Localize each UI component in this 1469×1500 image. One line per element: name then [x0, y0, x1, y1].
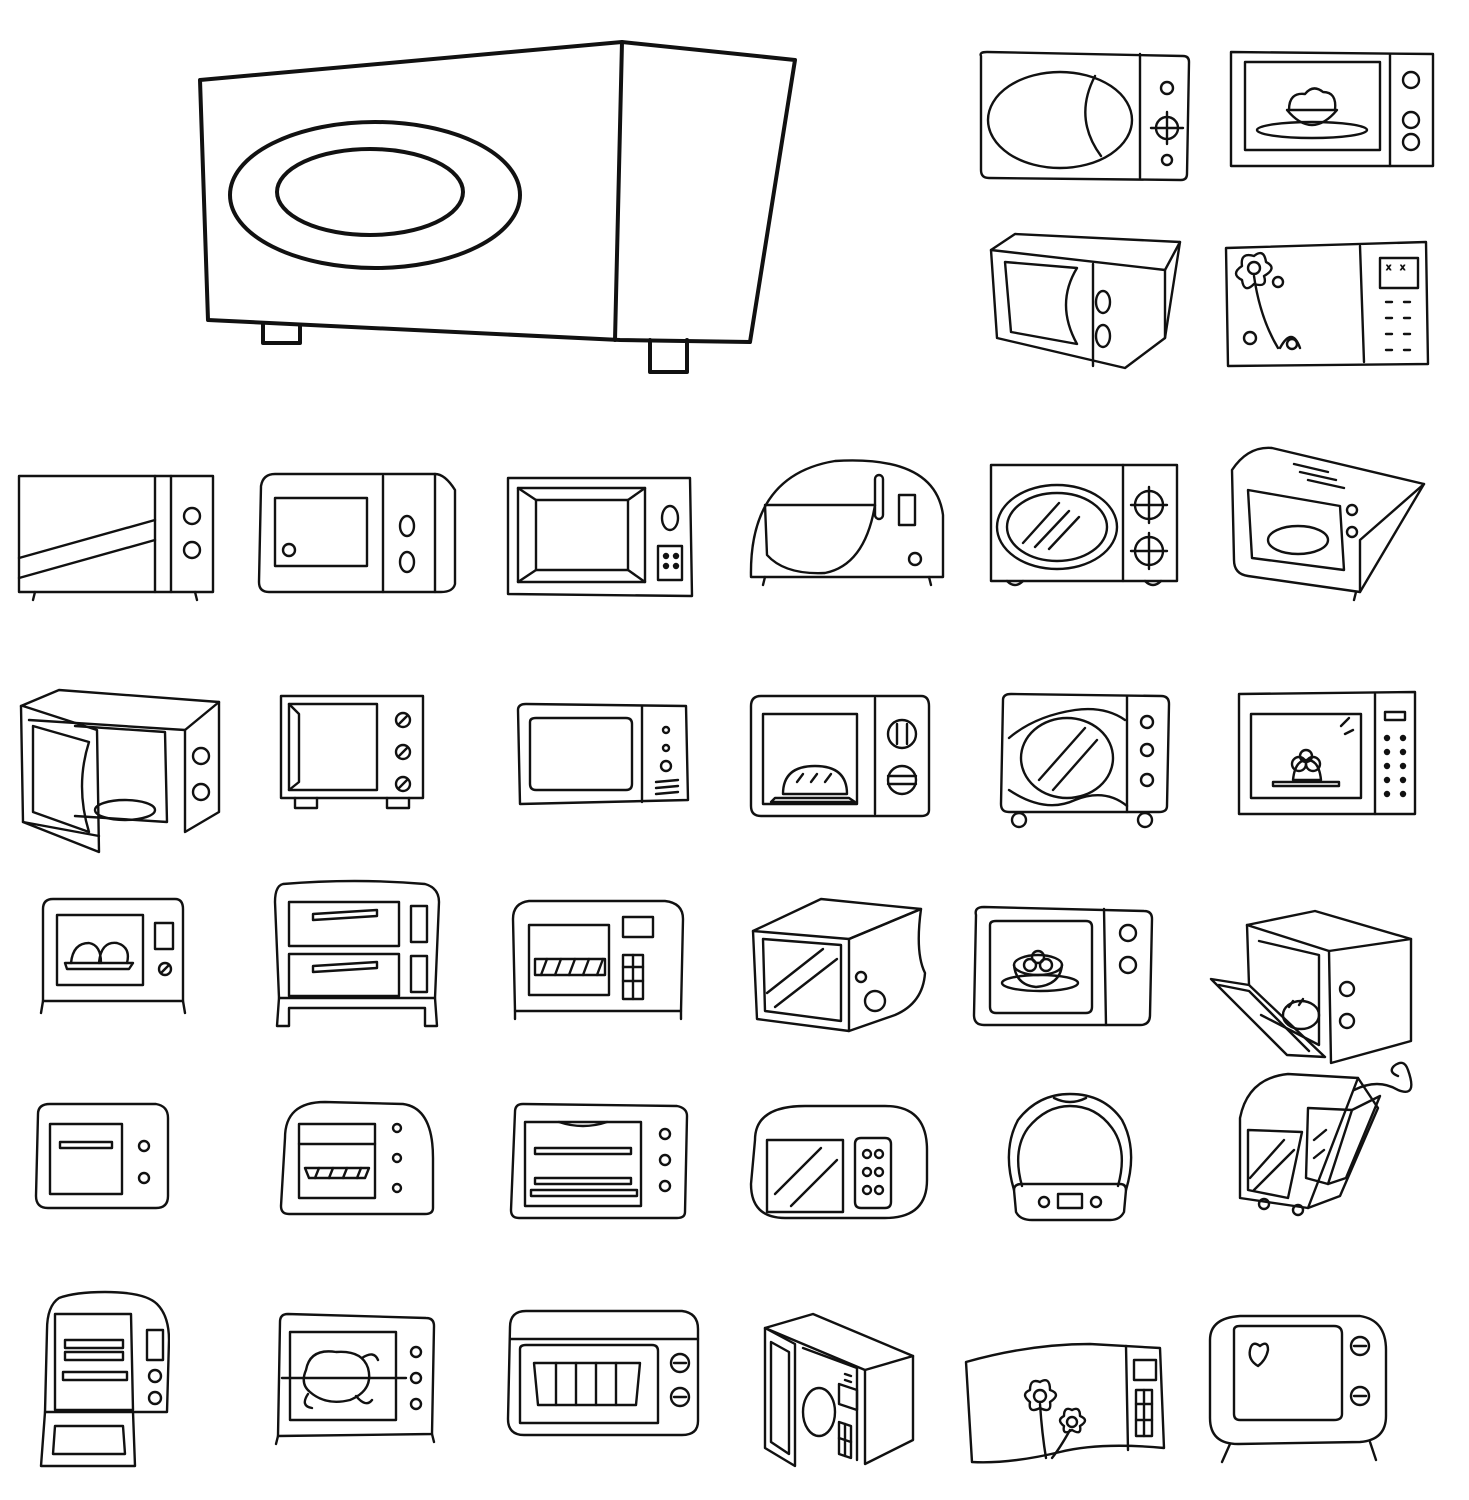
double-deck-oven	[265, 878, 450, 1033]
large-microwave-oval-window	[190, 30, 810, 380]
microwave-perspective-two-knobs	[985, 228, 1185, 378]
toaster-oven-rounded-rack	[275, 1098, 440, 1223]
rotisserie-chicken-oven	[270, 1310, 440, 1450]
microwave-oval-swirl-window	[975, 48, 1195, 188]
oven-open-trays	[35, 1290, 170, 1475]
microwave-diagonal-stripe	[15, 470, 220, 605]
microwave-small-panel	[510, 700, 695, 815]
microwave-dome-top	[745, 455, 950, 590]
rice-cooker-style-oven	[998, 1090, 1143, 1230]
microwave-glass-box	[745, 893, 935, 1033]
microwave-glass-oval-dials	[985, 455, 1185, 595]
toaster-oven-buns	[35, 893, 190, 1018]
microwave-door-open	[15, 686, 225, 861]
retro-tv-style-oven-heart	[1200, 1310, 1395, 1470]
microwave-flower-panel	[960, 1338, 1170, 1478]
microwave-fruit-bowl-keypad	[1235, 686, 1420, 821]
toaster-oven-rack-keypad	[505, 895, 690, 1030]
svg-text:x: x	[1386, 263, 1392, 273]
svg-text:x: x	[1400, 263, 1406, 273]
microwave-pill-shape	[745, 1100, 935, 1225]
microwave-fruit-bowl	[968, 903, 1158, 1033]
microwave-tall-three-knobs	[275, 690, 430, 820]
microwave-inset-window-keypad	[500, 470, 700, 605]
microwave-slanted-vents	[1228, 440, 1433, 605]
microwave-rice-bowl	[1225, 48, 1440, 173]
toaster-oven-two-racks	[505, 1100, 695, 1225]
toaster-oven-steam-swirl	[1228, 1048, 1428, 1223]
microwave-open-door-keypad	[755, 1308, 920, 1473]
small-retro-oven	[30, 1100, 175, 1215]
microwave-wavy-pattern	[995, 690, 1175, 830]
microwave-rounded-perspective	[255, 470, 465, 600]
oven-door-down-bread	[1205, 905, 1420, 1070]
oven-grill-window	[500, 1305, 705, 1445]
microwave-bread-loaf	[745, 690, 935, 825]
